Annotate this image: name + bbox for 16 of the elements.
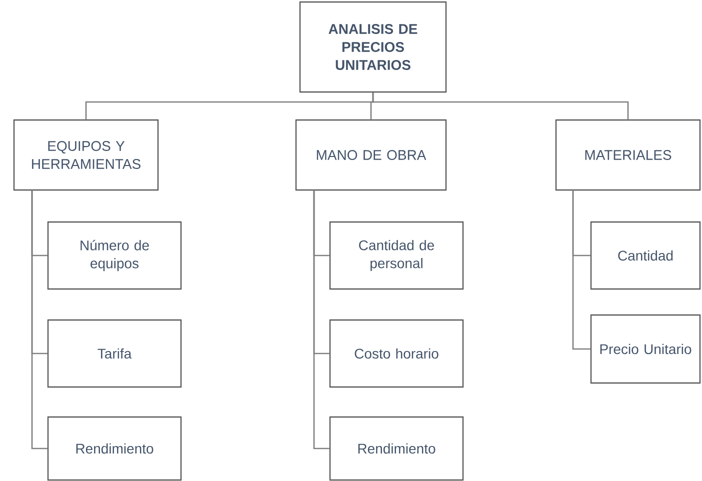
item-box: Cantidad de personal [329,221,464,290]
item-box: Costo horario [329,319,464,388]
item-box: Cantidad [590,221,701,290]
connector-line [572,190,590,350]
category-box: MATERIALES [555,119,701,191]
item-box: Rendimiento [47,416,182,481]
category-box: EQUIPOS Y HERRAMIENTAS [13,119,159,191]
item-box: Tarifa [47,319,182,388]
item-box: Precio Unitario [590,314,701,384]
connector-line [372,92,629,120]
item-box: Número de equipos [47,221,182,290]
category-box: MANO DE OBRA [295,119,447,191]
connector-line [313,190,330,450]
connector-line [31,190,48,450]
item-box: Rendimiento [329,416,464,481]
title-box: ANALISIS DE PRECIOS UNITARIOS [299,1,447,93]
